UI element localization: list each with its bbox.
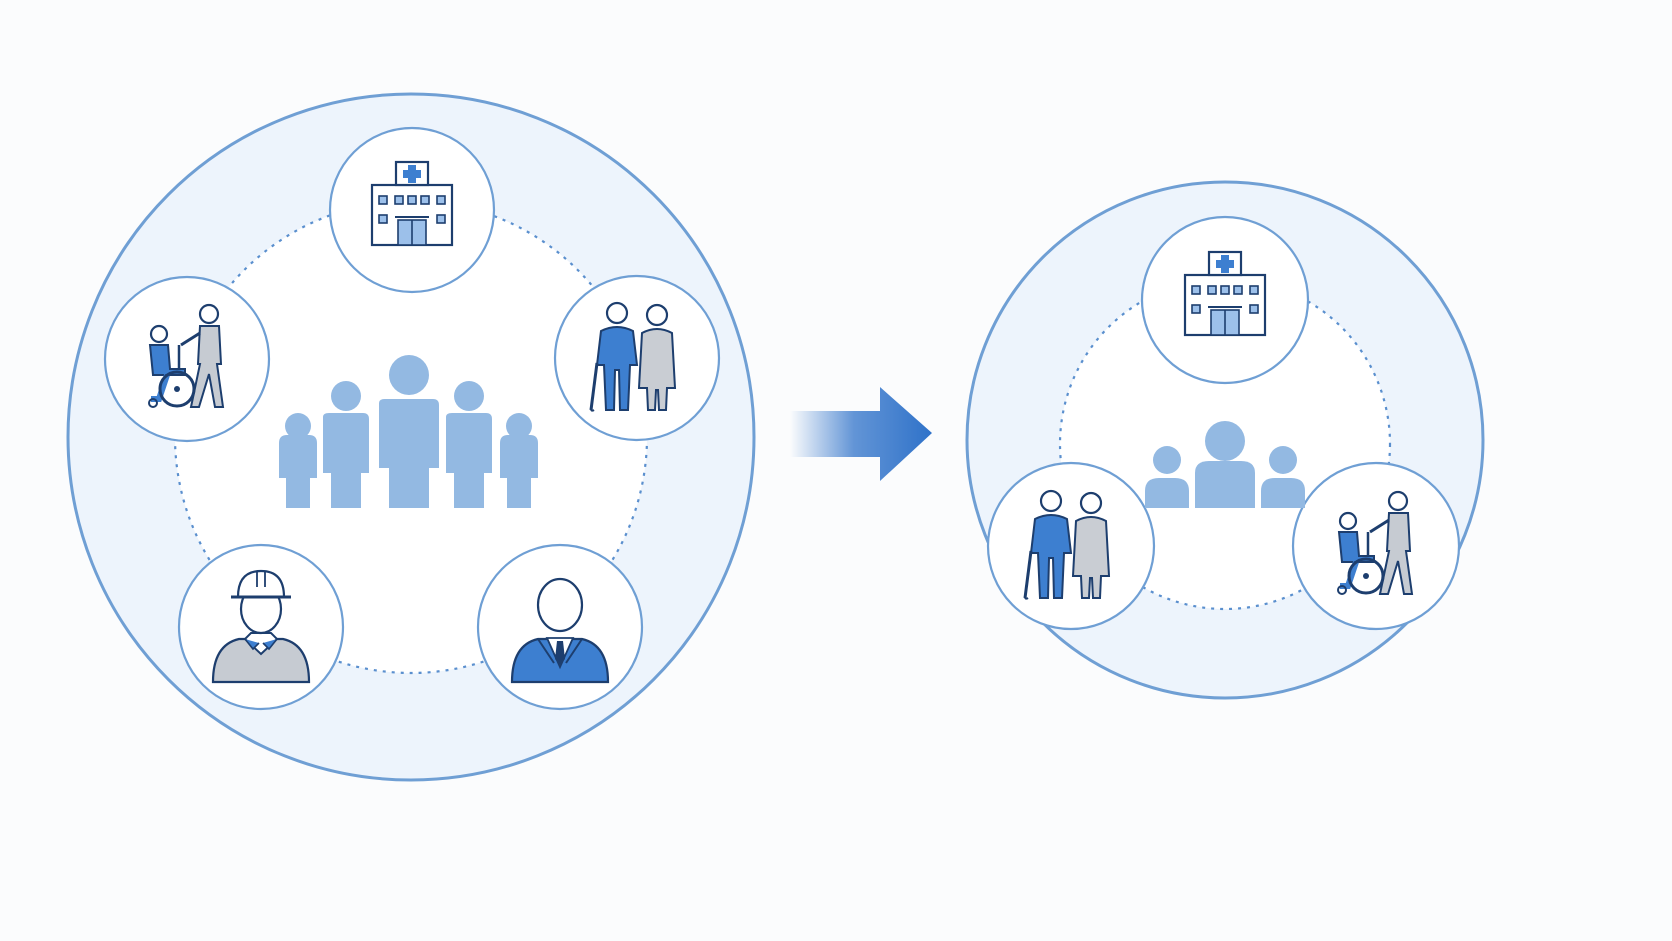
left-community-group xyxy=(66,92,756,782)
right-satellite-wheelchair xyxy=(1291,461,1461,631)
right-arrow-icon xyxy=(790,387,932,481)
left-satellite-wheelchair xyxy=(103,275,271,443)
transition-arrow xyxy=(790,387,932,481)
right-satellite-hospital xyxy=(1140,215,1310,385)
left-satellite-worker xyxy=(177,543,345,711)
left-satellite-businessman xyxy=(476,543,644,711)
left-satellite-hospital xyxy=(328,126,496,294)
right-community-group xyxy=(965,180,1485,700)
left-satellite-elderly-couple xyxy=(553,274,721,442)
right-satellite-elderly-couple xyxy=(986,461,1156,631)
